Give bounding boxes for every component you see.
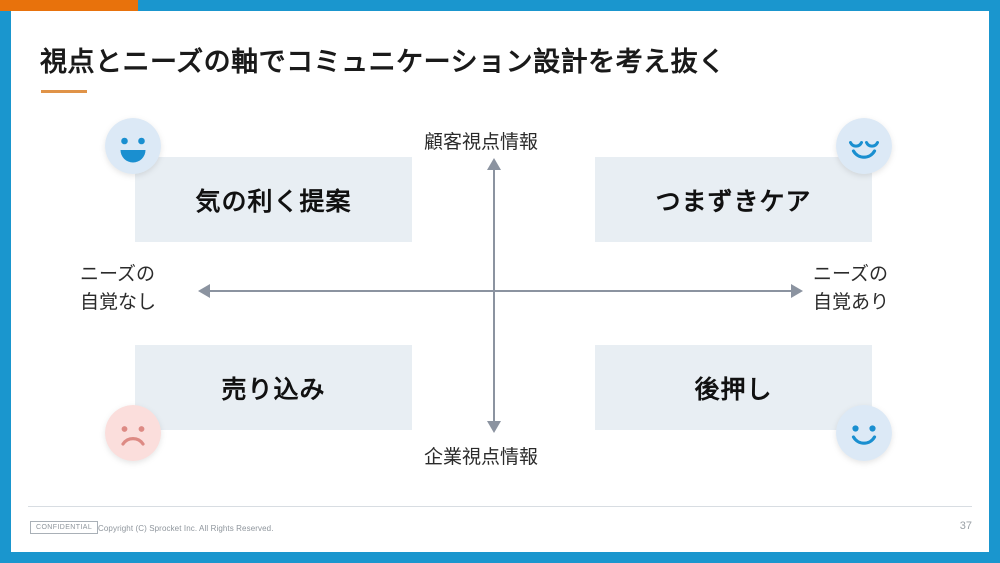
slide-background <box>11 11 989 552</box>
quadrant-box-top-left[interactable]: 気の利く提案 <box>135 157 412 242</box>
vertical-axis-line <box>493 167 495 423</box>
quadrant-label-bottom-left: 売り込み <box>221 375 326 404</box>
axis-label-right: ニーズの 自覚あり <box>813 264 890 313</box>
arrow-up-icon <box>487 158 501 170</box>
face-grin-icon <box>105 118 161 174</box>
quadrant-label-top-right: つまずきケア <box>655 187 812 216</box>
confidential-badge: CONFIDENTIAL <box>30 521 99 534</box>
arrow-down-icon <box>487 421 501 433</box>
slide-title: 視点とニーズの軸でコミュニケーション設計を考え抜く <box>40 47 726 77</box>
copyright-text: Copyright (C) Sprocket Inc. All Rights R… <box>98 524 274 533</box>
frame-accent-blue-top <box>138 0 1000 11</box>
arrow-left-icon <box>198 284 210 298</box>
quadrant-label-bottom-right: 後押し <box>694 375 773 404</box>
frame-accent-blue-right <box>989 11 1000 563</box>
quadrant-label-top-left: 気の利く提案 <box>195 187 352 216</box>
horizontal-axis-line <box>207 290 793 292</box>
page-number: 37 <box>959 520 972 532</box>
axis-label-left: ニーズの 自覚なし <box>80 264 157 313</box>
quadrant-box-top-right[interactable]: つまずきケア <box>595 157 872 242</box>
axis-label-top: 顧客視点情報 <box>424 132 539 153</box>
face-smile-icon <box>836 405 892 461</box>
frame-accent-blue-left <box>0 11 11 563</box>
axis-label-bottom: 企業視点情報 <box>424 447 539 468</box>
face-smile-eyes-closed-icon <box>836 118 892 174</box>
frame-accent-blue-bottom <box>0 552 1000 563</box>
arrow-right-icon <box>791 284 803 298</box>
quadrant-box-bottom-left[interactable]: 売り込み <box>135 345 412 430</box>
title-underline-rule <box>41 90 87 93</box>
frame-accent-orange <box>0 0 138 11</box>
face-frown-icon <box>105 405 161 461</box>
quadrant-box-bottom-right[interactable]: 後押し <box>595 345 872 430</box>
footer-divider <box>28 506 972 507</box>
